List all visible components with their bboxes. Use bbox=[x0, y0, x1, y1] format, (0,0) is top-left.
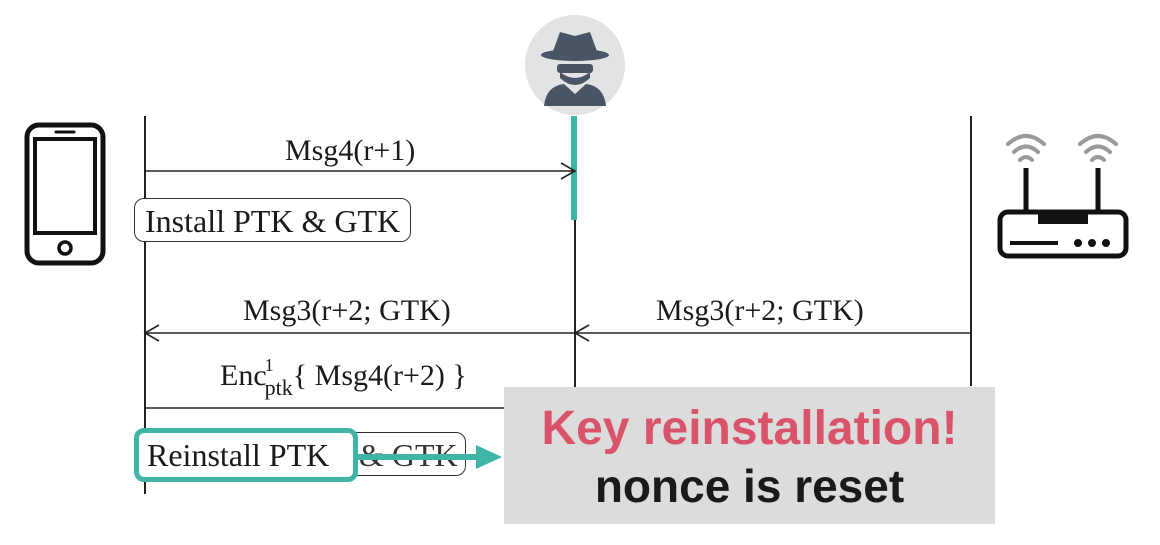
enc-text: Enc bbox=[220, 359, 267, 392]
msg3-right-label: Msg3(r+2; GTK) bbox=[656, 294, 864, 327]
callout-subtitle: nonce is reset bbox=[594, 460, 905, 512]
reinstall-ptk-highlight: Reinstall PTK bbox=[134, 428, 358, 482]
enc-superscript: 1 bbox=[264, 355, 274, 375]
msg3-right-arrowhead bbox=[573, 324, 590, 342]
install-ptk-gtk-box: Install PTK & GTK bbox=[134, 198, 412, 242]
enc-subscript: ptk bbox=[264, 375, 293, 400]
reinstall-ptk-text: Reinstall PTK bbox=[147, 437, 330, 473]
key-reinstallation-callout: Key reinstallation! nonce is reset bbox=[504, 387, 995, 524]
spy-icon bbox=[525, 15, 625, 115]
highlight-arrow bbox=[354, 445, 502, 469]
attacker-lifeline bbox=[574, 116, 576, 494]
enc-msg4-label: Enc1ptk{ Msg4(r+2) } bbox=[220, 356, 467, 399]
client-lifeline bbox=[144, 116, 146, 494]
ap-lifeline bbox=[970, 116, 972, 386]
msg4-label: Msg4(r+1) bbox=[285, 134, 416, 167]
attacker-intercept-bar bbox=[571, 116, 577, 220]
callout-title: Key reinstallation! bbox=[541, 402, 958, 455]
msg4-arrowhead bbox=[560, 162, 577, 180]
smartphone-icon bbox=[24, 122, 106, 266]
msg3-left-label: Msg3(r+2; GTK) bbox=[243, 294, 451, 327]
enc-payload: { Msg4(r+2) } bbox=[292, 359, 467, 392]
router-icon bbox=[997, 134, 1129, 259]
msg3-left-arrowhead bbox=[143, 324, 160, 342]
